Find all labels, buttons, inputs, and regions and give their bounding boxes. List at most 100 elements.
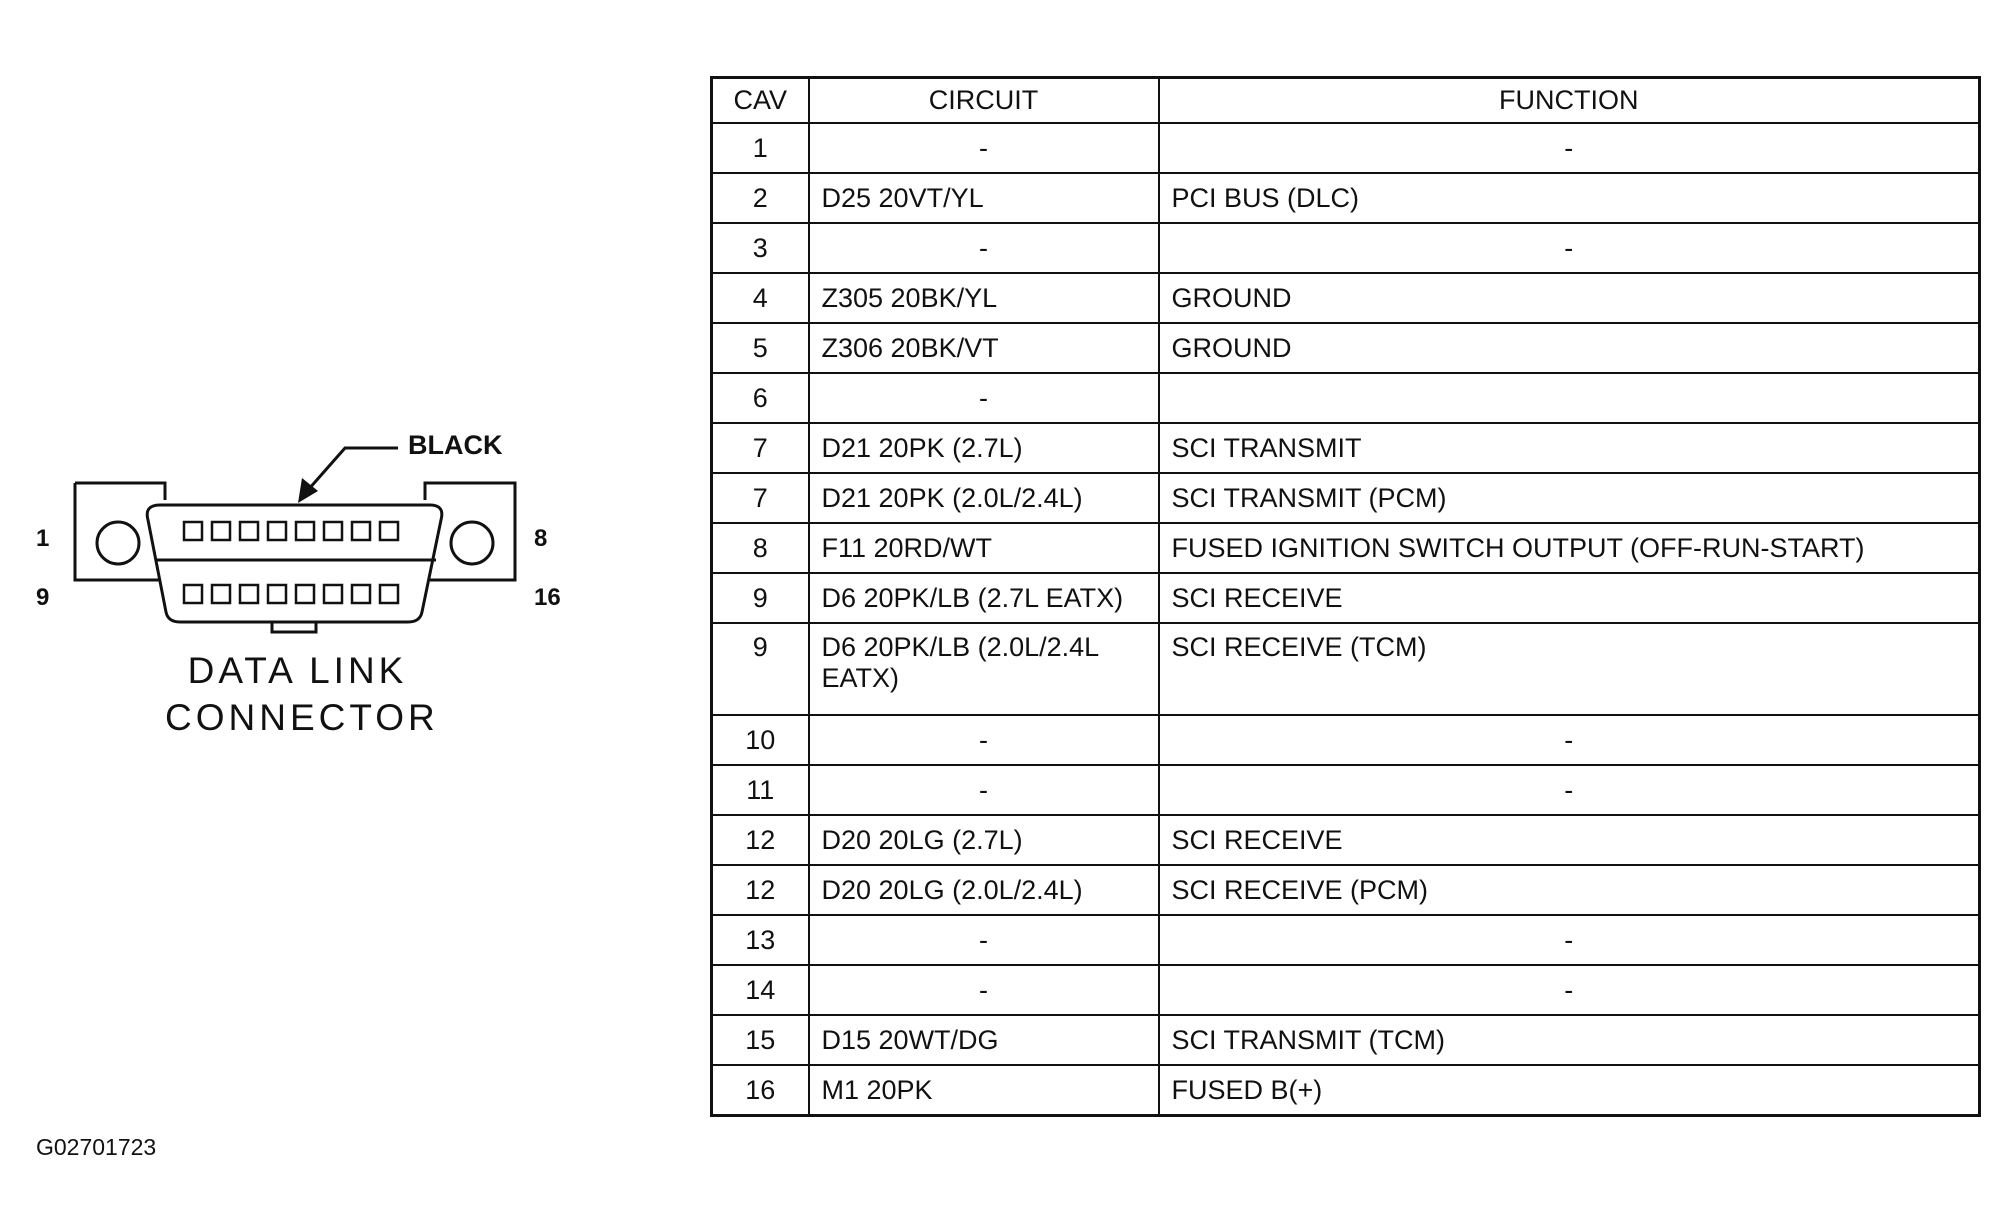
circuit-cell: -: [807, 222, 1160, 274]
function-cell: -: [1157, 122, 1981, 174]
cav-cell: 4: [710, 272, 810, 324]
pin-label-1: 1: [36, 525, 50, 552]
circuit-cell: D6 20PK/LB (2.7L EATX): [807, 572, 1160, 624]
circuit-cell: D25 20VT/YL: [807, 172, 1160, 224]
pin-label-8: 8: [534, 525, 548, 552]
table-row: 9 D6 20PK/LB (2.7L EATX) SCI RECEIVE: [710, 572, 1981, 624]
function-cell: SCI TRANSMIT (PCM): [1157, 472, 1981, 524]
function-cell: PCI BUS (DLC): [1157, 172, 1981, 224]
table-row: 4 Z305 20BK/YL GROUND: [710, 272, 1981, 324]
circuit-cell: M1 20PK: [807, 1064, 1160, 1117]
function-cell: SCI RECEIVE: [1157, 814, 1981, 866]
circuit-cell: -: [807, 914, 1160, 966]
table-row: 10 - -: [710, 714, 1981, 766]
cav-cell: 7: [710, 422, 810, 474]
function-cell: [1157, 372, 1981, 424]
function-cell: SCI RECEIVE: [1157, 572, 1981, 624]
function-cell: SCI RECEIVE (PCM): [1157, 864, 1981, 916]
circuit-cell: -: [807, 964, 1160, 1016]
cav-cell: 15: [710, 1014, 810, 1066]
table-row: 6 -: [710, 372, 1981, 424]
table-row: 2 D25 20VT/YL PCI BUS (DLC): [710, 172, 1981, 224]
table-row: 1 - -: [710, 122, 1981, 174]
cav-cell: 12: [710, 864, 810, 916]
connector-color-label: BLACK: [408, 430, 503, 460]
table-row: 16 M1 20PK FUSED B(+): [710, 1064, 1981, 1117]
left-mounting-hole: [95, 520, 141, 566]
table-row: 12 D20 20LG (2.0L/2.4L) SCI RECEIVE (PCM…: [710, 864, 1981, 916]
table-row: 11 - -: [710, 764, 1981, 816]
cav-cell: 1: [710, 122, 810, 174]
circuit-cell: -: [807, 764, 1160, 816]
cav-cell: 13: [710, 914, 810, 966]
pin-label-9: 9: [36, 584, 50, 611]
cav-cell: 3: [710, 222, 810, 274]
cav-cell: 12: [710, 814, 810, 866]
circuit-cell: -: [807, 122, 1160, 174]
circuit-cell: D20 20LG (2.0L/2.4L): [807, 864, 1160, 916]
circuit-cell: D21 20PK (2.7L): [807, 422, 1160, 474]
function-cell: SCI RECEIVE (TCM): [1157, 622, 1981, 716]
table-row: 9 D6 20PK/LB (2.0L/2.4L EATX) SCI RECEIV…: [710, 622, 1981, 716]
function-cell: -: [1157, 714, 1981, 766]
figure-id: G02701723: [36, 1134, 157, 1160]
table-header-row: CAV CIRCUIT FUNCTION: [710, 76, 1981, 124]
pinout-table: CAV CIRCUIT FUNCTION 1 - - 2 D25 20VT/YL…: [710, 76, 1981, 1117]
circuit-cell: -: [807, 714, 1160, 766]
top-pin-row: [182, 520, 400, 542]
connector-shell: [145, 503, 444, 624]
function-cell: GROUND: [1157, 322, 1981, 374]
table-row: 3 - -: [710, 222, 1981, 274]
function-cell: -: [1157, 222, 1981, 274]
cav-cell: 16: [710, 1064, 810, 1117]
left-mounting-ear: [75, 481, 167, 500]
circuit-cell: D21 20PK (2.0L/2.4L): [807, 472, 1160, 524]
circuit-cell: D20 20LG (2.7L): [807, 814, 1160, 866]
leader-line: [306, 446, 398, 491]
bottom-pin-row: [182, 583, 400, 605]
function-cell: -: [1157, 964, 1981, 1016]
cav-cell: 9: [710, 572, 810, 624]
leader-arrowhead: [298, 478, 318, 503]
cav-cell: 10: [710, 714, 810, 766]
cav-cell: 11: [710, 764, 810, 816]
connector-name-line1: DATA LINK: [187, 650, 408, 691]
table-row: 7 D21 20PK (2.0L/2.4L) SCI TRANSMIT (PCM…: [710, 472, 1981, 524]
header-cav: CAV: [710, 76, 810, 124]
function-cell: GROUND: [1157, 272, 1981, 324]
function-cell: FUSED B(+): [1157, 1064, 1981, 1117]
cav-cell: 8: [710, 522, 810, 574]
function-cell: FUSED IGNITION SWITCH OUTPUT (OFF-RUN-ST…: [1157, 522, 1981, 574]
circuit-cell: D15 20WT/DG: [807, 1014, 1160, 1066]
table-row: 13 - -: [710, 914, 1981, 966]
header-circuit: CIRCUIT: [807, 76, 1160, 124]
cav-cell: 5: [710, 322, 810, 374]
pin-label-16: 16: [534, 584, 561, 611]
circuit-cell: -: [807, 372, 1160, 424]
function-cell: SCI TRANSMIT: [1157, 422, 1981, 474]
cav-cell: 6: [710, 372, 810, 424]
circuit-cell: D6 20PK/LB (2.0L/2.4L EATX): [807, 622, 1160, 716]
table-row: 7 D21 20PK (2.7L) SCI TRANSMIT: [710, 422, 1981, 474]
circuit-cell: Z306 20BK/VT: [807, 322, 1160, 374]
table-row: 14 - -: [710, 964, 1981, 1016]
connector-name-line2: CONNECTOR: [165, 697, 439, 738]
header-function: FUNCTION: [1157, 76, 1981, 124]
right-mounting-hole: [449, 520, 495, 566]
circuit-cell: F11 20RD/WT: [807, 522, 1160, 574]
cav-cell: 14: [710, 964, 810, 1016]
function-cell: -: [1157, 764, 1981, 816]
table-row: 5 Z306 20BK/VT GROUND: [710, 322, 1981, 374]
connector-key: [270, 620, 318, 634]
cav-cell: 7: [710, 472, 810, 524]
cav-cell: 9: [710, 622, 810, 716]
right-mounting-ear: [423, 481, 517, 582]
circuit-cell: Z305 20BK/YL: [807, 272, 1160, 324]
table-row: 15 D15 20WT/DG SCI TRANSMIT (TCM): [710, 1014, 1981, 1066]
function-cell: -: [1157, 914, 1981, 966]
table-row: 8 F11 20RD/WT FUSED IGNITION SWITCH OUTP…: [710, 522, 1981, 574]
table-row: 12 D20 20LG (2.7L) SCI RECEIVE: [710, 814, 1981, 866]
cav-cell: 2: [710, 172, 810, 224]
function-cell: SCI TRANSMIT (TCM): [1157, 1014, 1981, 1066]
